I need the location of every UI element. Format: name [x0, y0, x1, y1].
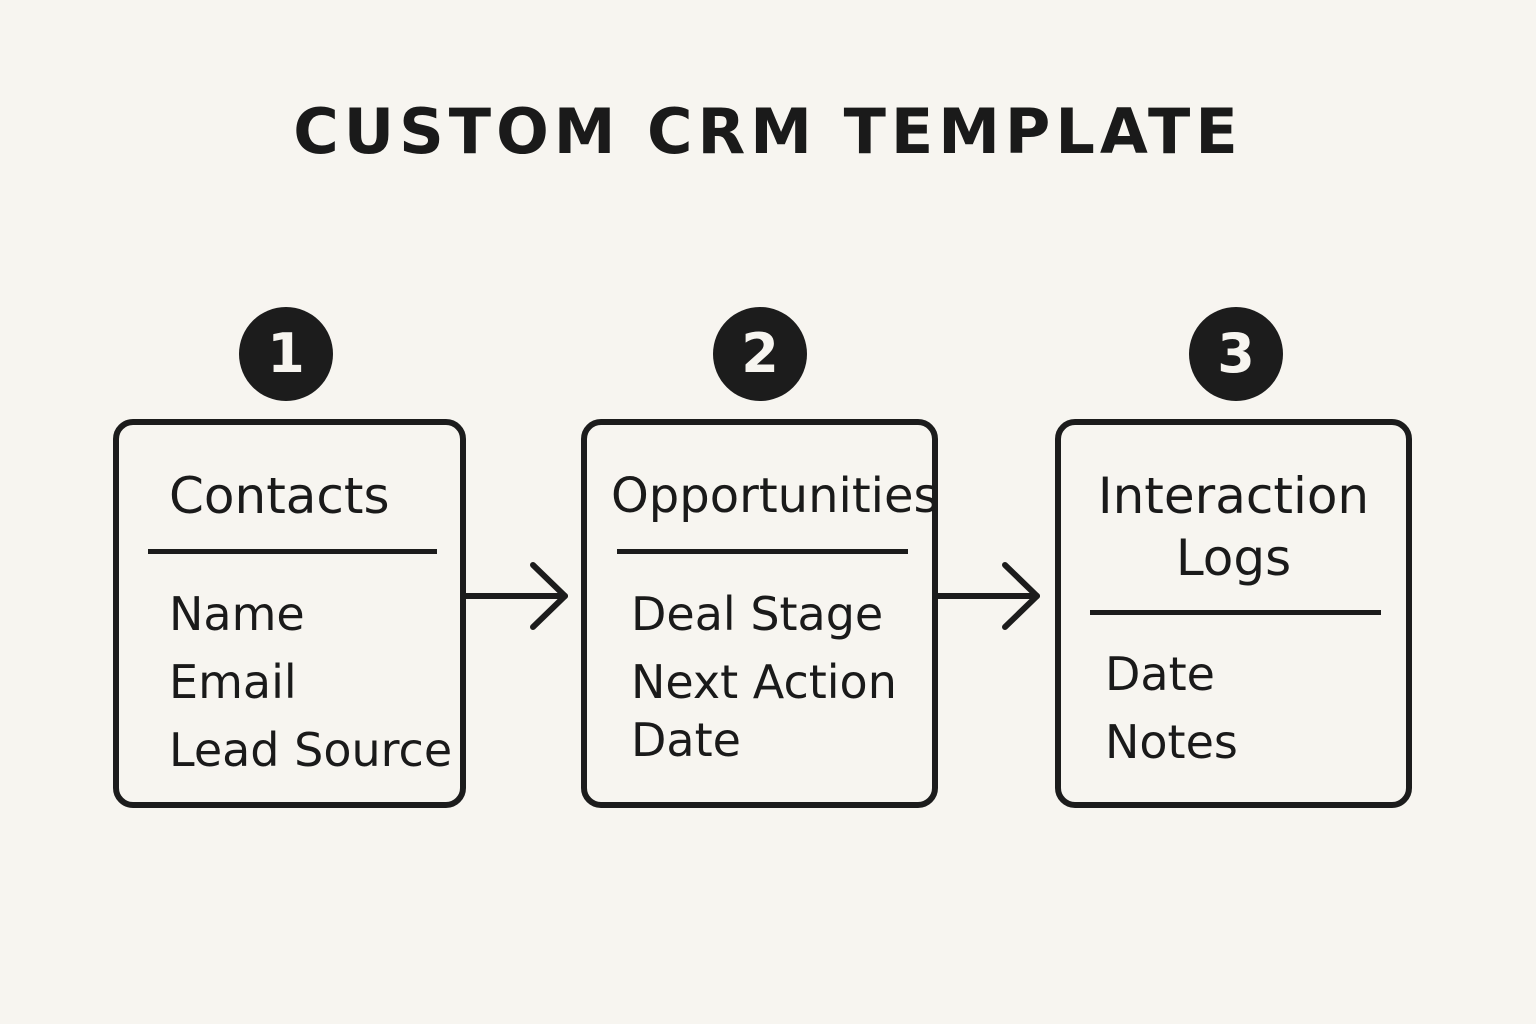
- interaction-logs-field-notes: Notes: [1105, 715, 1238, 769]
- contacts-card: Contacts Name Email Lead Source: [113, 419, 466, 808]
- interaction-logs-field-date: Date: [1105, 647, 1215, 701]
- opportunities-card-title: Opportunities: [611, 468, 939, 524]
- interaction-logs-card-divider: [1090, 610, 1381, 615]
- interaction-logs-card: Interaction Logs Date Notes: [1055, 419, 1412, 808]
- opportunities-card: Opportunities Deal Stage Next Action Dat…: [581, 419, 939, 808]
- step-1-badge: 1: [239, 307, 333, 401]
- interaction-logs-card-title-line-1: Interaction: [1097, 467, 1370, 525]
- opportunities-field-deal-stage: Deal Stage: [631, 587, 884, 641]
- step-3-badge: 3: [1189, 307, 1283, 401]
- step-2-badge: 2: [713, 307, 807, 401]
- arrow-right-icon: [934, 562, 1040, 630]
- opportunities-field-date: Date: [631, 713, 741, 767]
- opportunities-card-divider: [617, 549, 908, 554]
- opportunities-field-next-action: Next Action: [631, 655, 897, 709]
- diagram-title: CUSTOM CRM TEMPLATE: [293, 95, 1243, 168]
- contacts-field-name: Name: [169, 587, 305, 641]
- arrow-right-icon: [462, 562, 568, 630]
- interaction-logs-card-title-line-2: Logs: [1175, 529, 1292, 587]
- contacts-field-lead-source: Lead Source: [169, 723, 453, 777]
- contacts-field-email: Email: [169, 655, 297, 709]
- contacts-card-divider: [148, 549, 437, 554]
- contacts-card-title: Contacts: [169, 467, 390, 525]
